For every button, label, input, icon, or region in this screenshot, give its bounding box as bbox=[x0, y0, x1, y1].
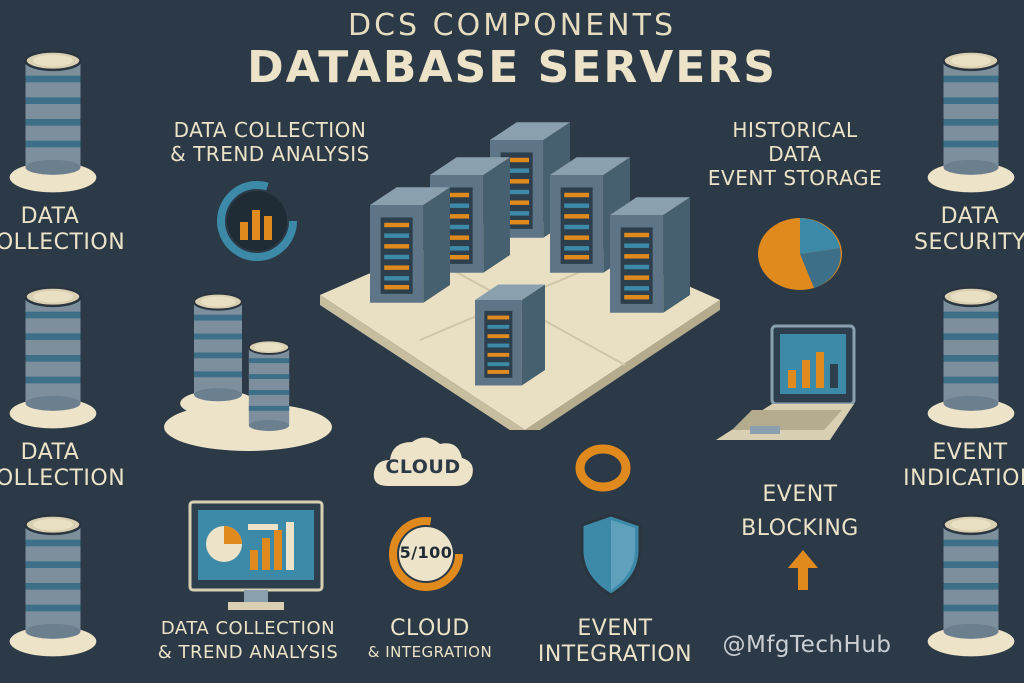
label-line: DATA bbox=[20, 440, 80, 465]
label-line: INDICATION bbox=[903, 466, 1024, 491]
shield-icon bbox=[578, 512, 644, 598]
label-trend-analysis-bottom: DATA COLLECTION & TREND ANALYSIS bbox=[148, 617, 348, 665]
cloud-badge-label: CLOUD bbox=[385, 456, 461, 478]
database-stack-icon bbox=[916, 280, 1024, 430]
label-line: HISTORICAL bbox=[732, 118, 858, 142]
label-line: EVENT bbox=[762, 482, 838, 507]
author-handle: @MfgTechHub bbox=[722, 632, 892, 658]
database-stack-icon bbox=[160, 285, 335, 455]
label-line: DATA bbox=[20, 204, 80, 229]
label-line: DATA bbox=[768, 142, 822, 166]
label-cloud-integration: CLOUD & INTEGRATION bbox=[358, 616, 502, 661]
label-line: & TREND ANALYSIS bbox=[157, 642, 339, 663]
bar-chart-gauge-icon bbox=[214, 178, 300, 264]
ring-gauge-value: 5/100 bbox=[399, 543, 453, 562]
arrow-up-icon bbox=[786, 548, 820, 592]
label-trend-analysis-top: DATA COLLECTION & TREND ANALYSIS bbox=[148, 118, 392, 166]
label-line: DATA bbox=[940, 204, 1000, 229]
label-line: DATA COLLECTION bbox=[173, 118, 367, 142]
label-historical-data: HISTORICAL DATA EVENT STORAGE bbox=[700, 118, 890, 190]
label-line: COLLECTION bbox=[0, 230, 126, 255]
label-data-collection-mid: DATA COLLECTION bbox=[0, 440, 126, 492]
label-line: & INTEGRATION bbox=[367, 643, 493, 661]
orange-ring-icon bbox=[574, 442, 632, 494]
label-line: DATA COLLECTION bbox=[160, 618, 336, 639]
label-data-collection-top: DATA COLLECTION bbox=[0, 204, 126, 256]
label-line: INTEGRATION bbox=[537, 642, 693, 667]
server-rack-icon bbox=[310, 100, 730, 430]
label-line: & TREND ANALYSIS bbox=[170, 142, 370, 166]
label-event-integration: EVENT INTEGRATION bbox=[530, 616, 700, 668]
monitor-dashboard-icon bbox=[188, 500, 324, 612]
database-stack-icon bbox=[0, 280, 108, 430]
label-data-security: DATA SECURITY bbox=[900, 204, 1024, 256]
page-title: DATABASE SERVERS bbox=[247, 42, 777, 93]
label-event-blocking: EVENT BLOCKING bbox=[720, 482, 880, 542]
cloud-icon bbox=[368, 428, 478, 494]
subtitle: DCS COMPONENTS bbox=[348, 8, 676, 43]
laptop-icon bbox=[712, 322, 862, 442]
label-line: SECURITY bbox=[914, 230, 1024, 255]
label-line: CLOUD bbox=[390, 616, 470, 641]
label-event-indication: EVENT INDICATION bbox=[900, 440, 1024, 492]
database-stack-icon bbox=[916, 508, 1024, 658]
ring-gauge-icon bbox=[386, 514, 466, 594]
database-stack-icon bbox=[0, 44, 108, 194]
label-line: EVENT STORAGE bbox=[707, 166, 883, 190]
label-line: EVENT bbox=[932, 440, 1008, 465]
label-line: COLLECTION bbox=[0, 466, 126, 491]
label-line: BLOCKING bbox=[741, 516, 859, 541]
label-line: EVENT bbox=[577, 616, 653, 641]
database-stack-icon bbox=[916, 44, 1024, 194]
database-stack-icon bbox=[0, 508, 108, 658]
pie-chart-icon bbox=[754, 212, 846, 292]
